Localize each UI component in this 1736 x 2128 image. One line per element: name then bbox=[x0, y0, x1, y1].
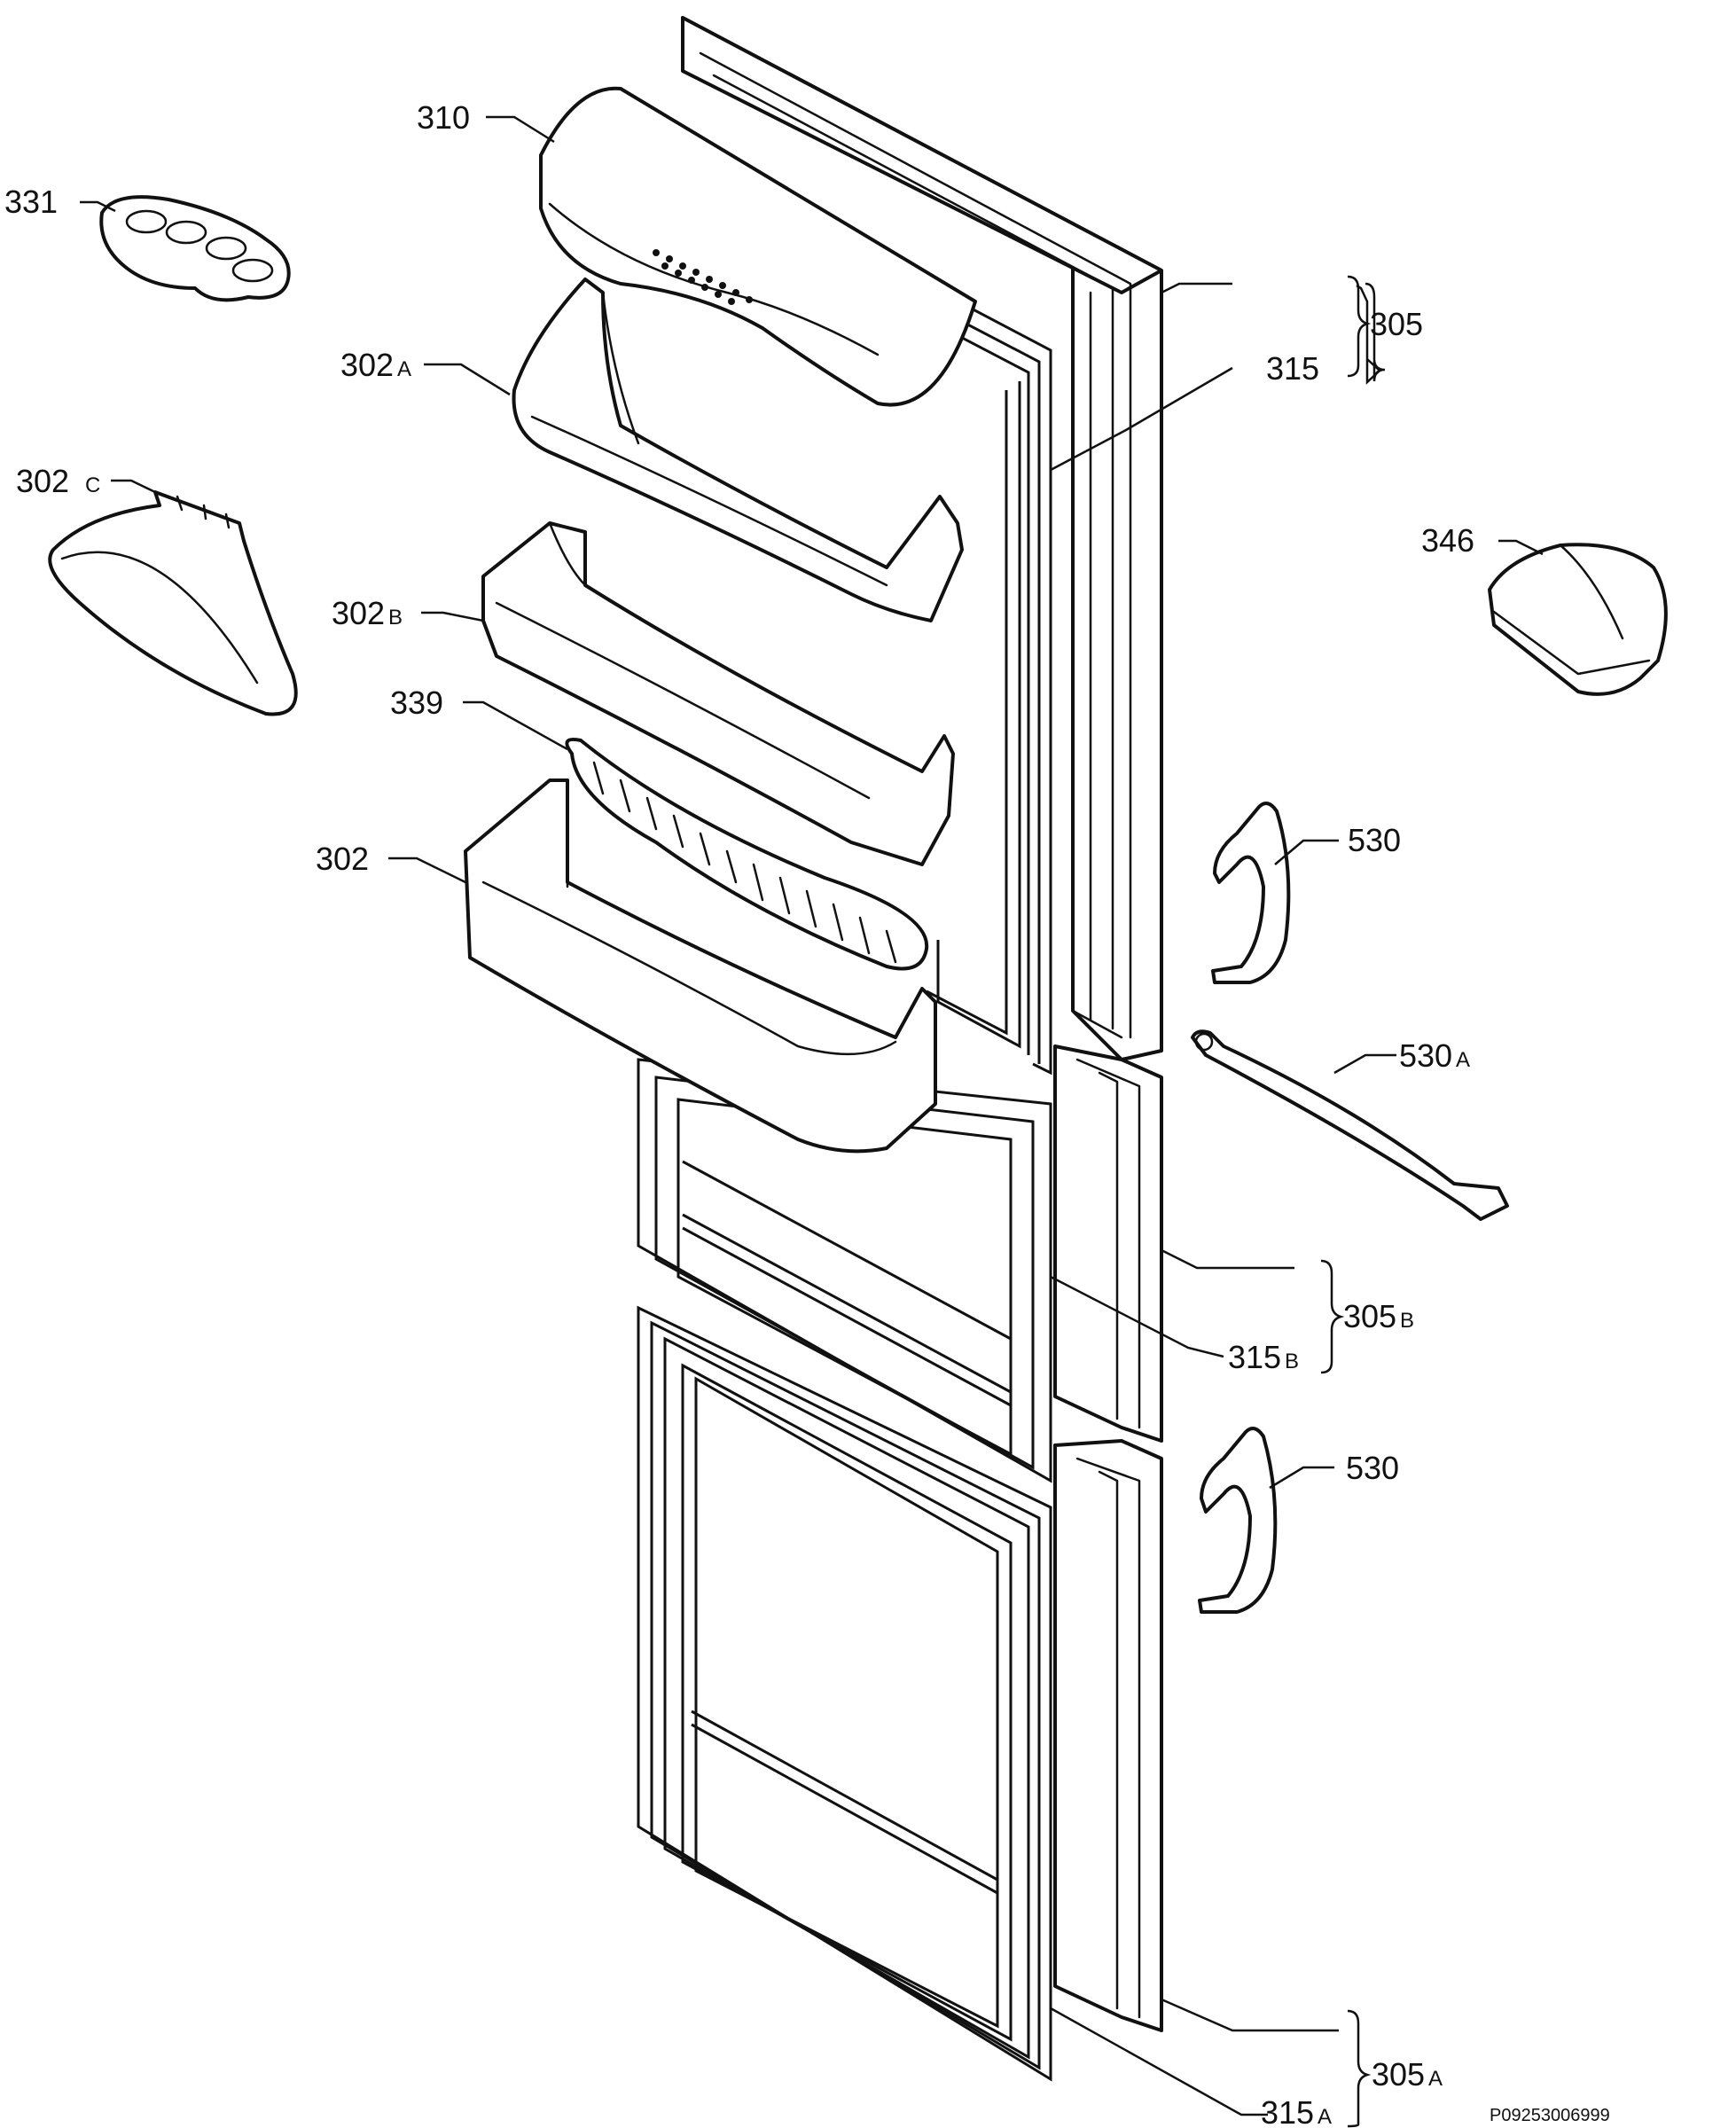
part-302a-shelf bbox=[512, 278, 964, 622]
label-530-bottom: 530 bbox=[1346, 1450, 1399, 1486]
label-530a-suffix: A bbox=[1456, 1048, 1470, 1072]
part-331-egg-tray bbox=[99, 195, 291, 302]
part-530-handle-bottom bbox=[1198, 1427, 1278, 1614]
lower-door-gasket bbox=[637, 1305, 1052, 2082]
label-530-top: 530 bbox=[1348, 822, 1401, 858]
brace-305 bbox=[1347, 275, 1372, 378]
label-302c-suffix: C bbox=[85, 473, 100, 497]
label-346: 346 bbox=[1421, 522, 1474, 559]
middle-door-panel bbox=[1053, 1044, 1163, 1443]
label-305a-suffix: A bbox=[1428, 2067, 1443, 2091]
brace-305a bbox=[1347, 2009, 1372, 2128]
lower-door-panel bbox=[1053, 1439, 1163, 2032]
label-302c: 302 bbox=[16, 463, 69, 499]
label-310: 310 bbox=[417, 99, 470, 136]
upper-door-panel bbox=[681, 16, 1163, 1061]
brace-305b bbox=[1320, 1259, 1345, 1374]
part-302c-tray bbox=[48, 490, 298, 716]
leader-lines bbox=[80, 115, 1544, 2116]
label-331: 331 bbox=[4, 184, 58, 220]
label-305: 305 bbox=[1370, 306, 1423, 342]
part-530a-hinge-bar bbox=[1191, 1029, 1509, 1221]
label-339: 339 bbox=[390, 685, 443, 721]
label-305b-suffix: B bbox=[1400, 1309, 1414, 1333]
part-339-bar bbox=[565, 738, 929, 971]
upper-door-gasket bbox=[926, 304, 1052, 1076]
part-302b-shelf bbox=[481, 521, 955, 866]
label-302a: 302 bbox=[340, 347, 394, 383]
label-302b-suffix: B bbox=[388, 606, 403, 630]
label-315b-suffix: B bbox=[1285, 1350, 1299, 1373]
label-302b: 302 bbox=[332, 595, 385, 631]
label-315a: 315 bbox=[1261, 2094, 1314, 2128]
label-315: 315 bbox=[1266, 350, 1319, 387]
label-315b: 315 bbox=[1228, 1339, 1281, 1375]
drawing-code: P09253006999 bbox=[1490, 2106, 1610, 2125]
label-302a-suffix: A bbox=[397, 357, 411, 381]
label-305a: 305 bbox=[1372, 2056, 1425, 2093]
label-302: 302 bbox=[316, 841, 369, 877]
label-315a-suffix: A bbox=[1318, 2105, 1332, 2128]
label-305b: 305 bbox=[1343, 1298, 1396, 1334]
part-302-shelf bbox=[464, 778, 937, 1154]
part-346-cover bbox=[1488, 543, 1668, 696]
label-530a: 530 bbox=[1399, 1037, 1452, 1074]
part-310-flap bbox=[539, 86, 977, 407]
part-530-handle-top bbox=[1211, 802, 1291, 984]
